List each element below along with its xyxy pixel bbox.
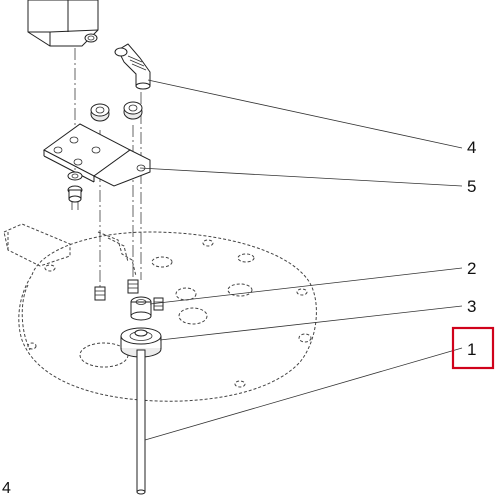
callout-3-label: 3 [467, 297, 476, 316]
washer-and-screw [67, 171, 83, 210]
mounting-bracket [43, 123, 151, 187]
callout-5: 5 [467, 177, 476, 196]
elbow-fitting [114, 43, 151, 90]
callout-4-label: 4 [467, 138, 476, 157]
callout-3: 3 [467, 297, 476, 316]
callout-2-label: 2 [467, 259, 476, 278]
callout-1-highlight-box [451, 326, 495, 370]
base-plate-outline [3, 223, 317, 402]
set-screws [94, 279, 164, 311]
nozzle-fitting [130, 296, 152, 321]
leader-lines [139, 79, 463, 441]
callout-1-label: 1 [467, 340, 476, 359]
valve-body [27, 0, 99, 47]
page-number: 4 [2, 480, 11, 497]
hex-nuts [90, 101, 143, 122]
callout-2: 2 [467, 259, 476, 278]
callout-4: 4 [467, 138, 476, 157]
callout-1: 1 [451, 326, 495, 370]
callout-5-label: 5 [467, 177, 476, 196]
collar-bushing [120, 327, 162, 358]
probe-rod [136, 349, 146, 495]
